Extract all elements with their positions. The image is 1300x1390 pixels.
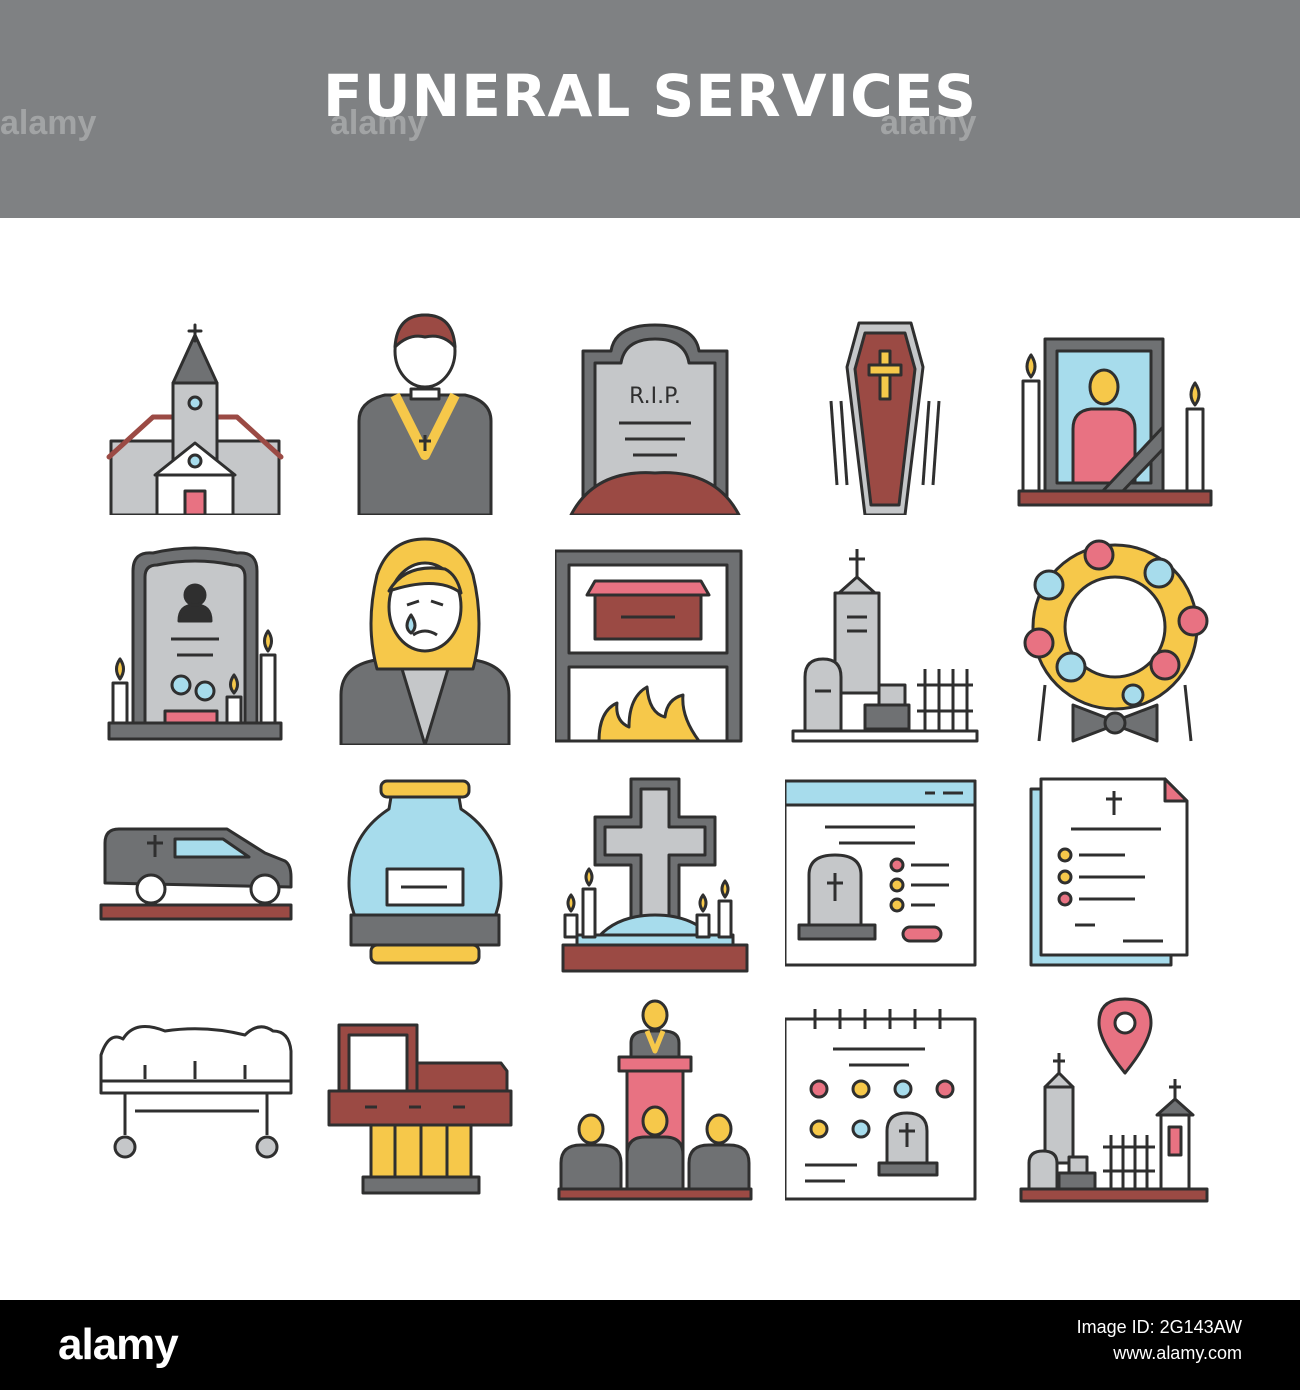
cemetery-location-icon [1015,995,1215,1205]
casket-stand-icon [325,995,525,1205]
funeral-wreath-icon [1015,535,1215,745]
grave-with-candles-icon [95,535,295,745]
death-certificate-icon [1015,765,1215,975]
image-url-line: www.alamy.com [1113,1343,1242,1363]
svg-text:R.I.P.: R.I.P. [629,384,681,409]
footer-bar: alamy Image ID: 2G143AW www.alamy.com [0,1300,1300,1390]
rip-tombstone-icon: R.I.P. [555,305,755,515]
page-title: FUNERAL SERVICES [322,62,978,130]
memorial-portrait-icon [1015,305,1215,515]
image-id-line: Image ID: 2G143AW [1076,1317,1242,1337]
priest-icon [325,305,525,515]
hearse-icon [95,765,295,975]
alamy-logo: alamy [58,1320,179,1369]
watermark: alamy [0,104,97,142]
online-obituary-icon [785,765,985,975]
icon-grid: R.I.P. [95,305,1215,1205]
crematorium-icon [555,535,755,745]
header-banner: FUNERAL SERVICES alamy alamy alamy [0,0,1300,218]
image-id: Image ID: 2G143AW www.alamy.com [1077,1314,1242,1366]
watermark: alamy [330,104,427,142]
cross-grave-icon [555,765,755,975]
crying-woman-icon [325,535,525,745]
urn-icon [325,765,525,975]
cemetery-icon [785,535,985,745]
morgue-stretcher-icon [95,995,295,1205]
funeral-speech-icon [555,995,755,1205]
funeral-calendar-icon [785,995,985,1205]
coffin-icon [785,305,985,515]
church-icon [95,305,295,515]
watermark: alamy [880,104,977,142]
